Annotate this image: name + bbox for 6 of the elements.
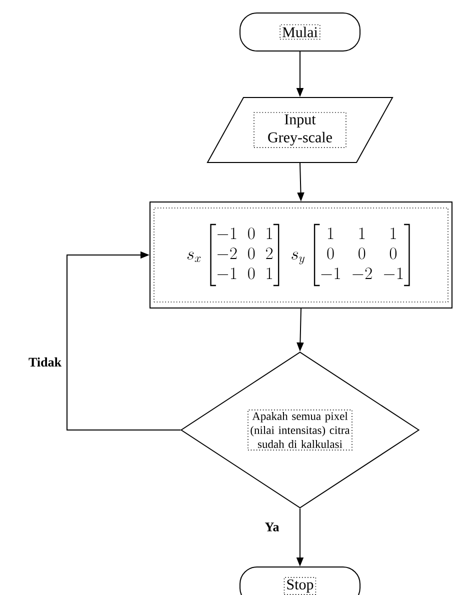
edge-label: Ya <box>264 522 280 532</box>
arrow <box>66 251 181 430</box>
terminal-box: Mulai <box>240 12 360 52</box>
terminal-box: Stop <box>240 566 360 595</box>
edge-label: Tidak <box>28 356 62 368</box>
process-box: $s_x \begin{bmatrix} -1 & 0 & 1 \\ -2 & 0 & 2 \\ -1 & 0 & 1 \end{bmatrix}$ $s_y \begin{bmatrix} 1 & 1 & 1 \\ 0 & 0 & 0 \\ -1 & -2 & -1 \end{bmatrix}$ <box>150 202 452 308</box>
